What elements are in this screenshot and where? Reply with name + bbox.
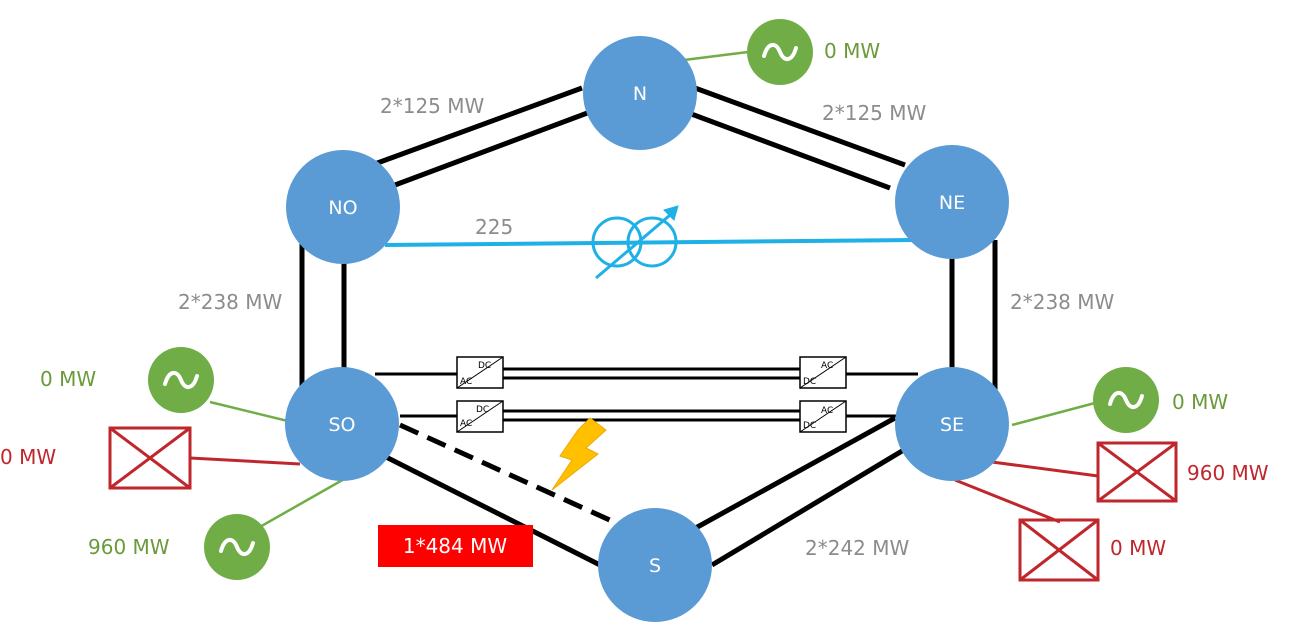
- node-so-label: SO: [328, 414, 355, 436]
- line-so-s-solid: [380, 452, 602, 568]
- converter-right-top-bottom-label: DC: [803, 377, 816, 387]
- line-n-ne-2: [685, 109, 891, 191]
- converter-left-top: DC AC: [456, 356, 504, 389]
- load-se-bot-link: [954, 478, 1061, 524]
- gen-n-link: [683, 50, 749, 62]
- generator-so-bottom-label: 960 MW: [88, 535, 170, 559]
- line-so-s-dashed: [398, 422, 616, 525]
- generator-so-top-icon: [148, 347, 214, 413]
- line-ne-se-label: 2*238 MW: [1010, 290, 1115, 314]
- node-no-label: NO: [328, 197, 357, 219]
- phase-shifter-icon: [591, 205, 679, 280]
- converter-right-bot-bottom-label: DC: [803, 421, 816, 431]
- generator-se-icon: [1093, 367, 1159, 433]
- load-so-icon: [108, 426, 192, 490]
- line-se-s-1: [690, 415, 897, 533]
- converter-right-top-top-label: AC: [821, 361, 833, 371]
- converter-left-bot: DC AC: [456, 400, 504, 433]
- node-ne-label: NE: [939, 192, 965, 214]
- generator-so-bottom-icon: [204, 514, 270, 580]
- node-se-label: SE: [940, 414, 964, 436]
- converter-right-bot-top-label: AC: [821, 406, 833, 416]
- load-se-top-label: 960 MW: [1187, 461, 1269, 485]
- line-n-ne-label: 2*125 MW: [822, 101, 927, 125]
- converter-left-bot-top-label: DC: [476, 405, 489, 415]
- load-so-link: [189, 456, 301, 466]
- load-se-bottom-label: 0 MW: [1110, 536, 1166, 560]
- generator-n-label: 0 MW: [824, 39, 880, 63]
- converter-right-bot: AC DC: [799, 400, 847, 433]
- gen-so-bot-link: [257, 476, 347, 530]
- line-se-s-2: [710, 442, 914, 568]
- pst-line-label: 225: [475, 215, 513, 239]
- line-no-so-label: 2*238 MW: [178, 290, 283, 314]
- generator-so-top-label: 0 MW: [40, 367, 96, 391]
- converter-right-top: AC DC: [799, 356, 847, 389]
- load-se-top-icon: [1096, 441, 1178, 503]
- node-s[interactable]: S: [598, 508, 712, 622]
- line-n-no-1: [371, 85, 583, 168]
- generator-n-icon: [747, 19, 813, 85]
- converter-left-top-top-label: DC: [478, 361, 491, 371]
- load-se-top-link: [991, 460, 1099, 478]
- generator-se-label: 0 MW: [1172, 390, 1228, 414]
- load-se-bottom-icon: [1018, 518, 1100, 582]
- node-n[interactable]: N: [583, 36, 697, 150]
- fault-label-box: [378, 525, 533, 567]
- line-se-s-label: 2*242 MW: [805, 536, 910, 560]
- line-n-ne-1: [694, 85, 906, 168]
- converter-left-top-bottom-label: AC: [460, 377, 472, 387]
- node-so[interactable]: SO: [285, 367, 399, 481]
- converter-left-bot-bottom-label: AC: [460, 419, 472, 429]
- node-se[interactable]: SE: [895, 367, 1009, 481]
- node-n-label: N: [633, 83, 647, 105]
- line-n-no-label: 2*125 MW: [380, 94, 485, 118]
- line-n-no-2: [394, 109, 591, 188]
- pst-line-no-ne: [384, 238, 913, 247]
- node-no[interactable]: NO: [286, 150, 400, 264]
- node-s-label: S: [649, 555, 661, 577]
- node-ne[interactable]: NE: [895, 145, 1009, 259]
- line-so-s-label: 1*484 MW: [403, 534, 508, 558]
- lightning-icon: [551, 417, 607, 491]
- gen-se-link: [1011, 401, 1096, 427]
- gen-so-top-link: [209, 400, 301, 426]
- load-so-label: 0 MW: [0, 445, 56, 469]
